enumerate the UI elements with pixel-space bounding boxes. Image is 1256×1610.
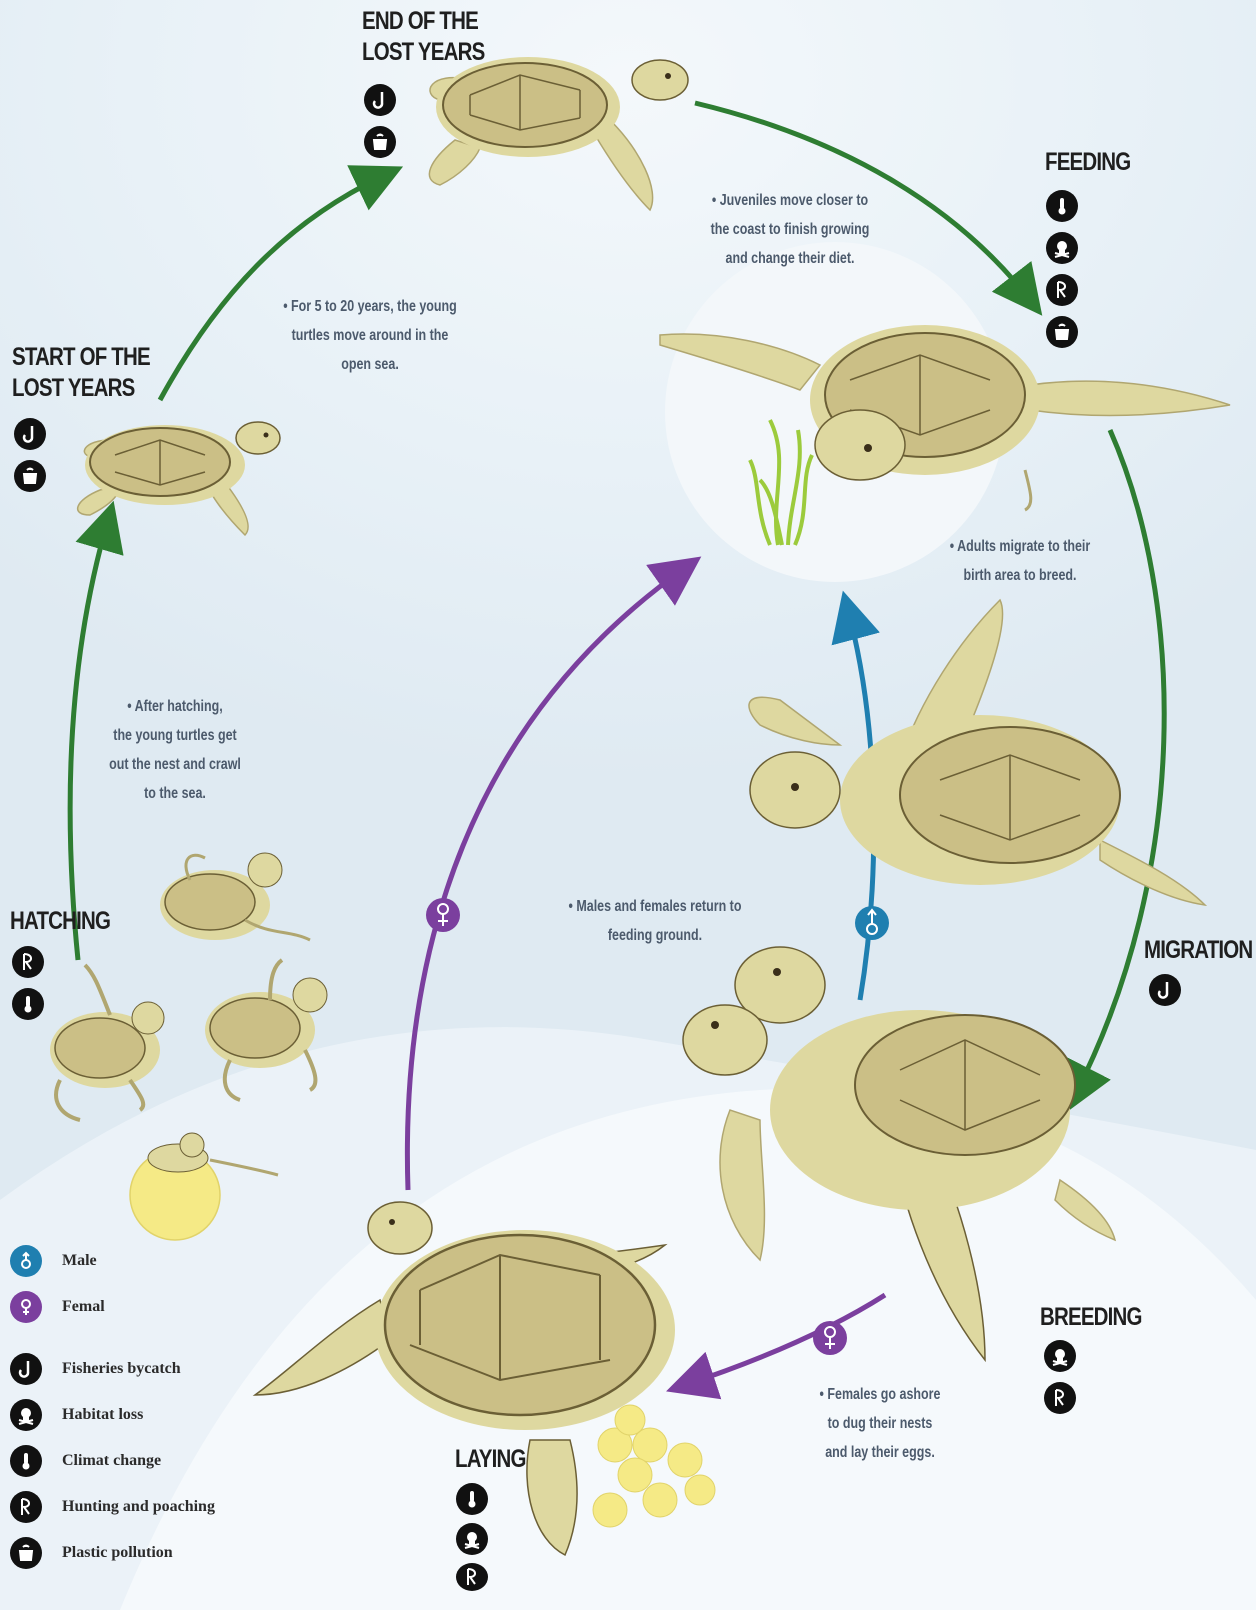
arrow-laying-to-feeding-female [407, 568, 685, 1190]
legend-hunting: Hunting and poaching [10, 1484, 215, 1530]
icons-hatching [12, 946, 44, 1020]
harpoon-icon [1046, 274, 1078, 306]
note-juveniles: • Juveniles move closer to the coast to … [673, 186, 907, 273]
legend-male: Male [10, 1238, 215, 1284]
thermometer-icon [10, 1445, 42, 1477]
legend-hunting-label: Hunting and poaching [62, 1498, 215, 1516]
icons-breeding [1044, 1340, 1076, 1414]
skull-icon [1044, 1340, 1076, 1372]
note-return-feeding: • Males and females return to feeding gr… [538, 892, 772, 950]
egg-cluster [593, 1405, 715, 1527]
icons-end-lost-years [364, 84, 396, 158]
note-females-ashore: • Females go ashore to dug their nests a… [786, 1380, 973, 1467]
stage-hatching: HATCHING [10, 906, 110, 937]
stage-laying: LAYING [455, 1444, 526, 1475]
hook-icon [10, 1353, 42, 1385]
female-marker-left [426, 898, 460, 932]
thermometer-icon [1046, 190, 1078, 222]
legend-habitat-label: Habitat loss [62, 1406, 143, 1424]
hook-icon [1149, 974, 1181, 1006]
thermometer-icon [12, 988, 44, 1020]
note-adults-migrate: • Adults migrate to their birth area to … [926, 532, 1113, 590]
turtle-breeding-pair [683, 947, 1115, 1360]
stage-feeding: FEEDING [1045, 147, 1130, 178]
legend-female: Femal [10, 1284, 215, 1330]
stage-start-lost-years: START OF THE LOST YEARS [12, 342, 150, 404]
icons-migration [1149, 974, 1181, 1006]
seagrass [750, 420, 812, 545]
plastic-bag-icon [10, 1537, 42, 1569]
legend-plastic: Plastic pollution [10, 1530, 215, 1576]
turtle-start-lost-years [78, 422, 280, 535]
legend-climate-label: Climat change [62, 1452, 161, 1470]
stage-breeding: BREEDING [1040, 1302, 1142, 1333]
harpoon-icon [10, 1491, 42, 1523]
skull-icon [10, 1399, 42, 1431]
legend-habitat: Habitat loss [10, 1392, 215, 1438]
icons-laying [456, 1483, 488, 1591]
stage-migration: MIGRATION [1144, 935, 1252, 966]
plastic-bag-icon [14, 460, 46, 492]
icons-feeding [1046, 190, 1078, 348]
hook-icon [14, 418, 46, 450]
skull-icon [1046, 232, 1078, 264]
legend: Male Femal Fisheries bycatch Habitat los… [10, 1238, 215, 1576]
harpoon-icon [456, 1563, 488, 1591]
hook-icon [364, 84, 396, 116]
arrow-breeding-to-laying [685, 1295, 885, 1385]
female-marker-right [813, 1321, 847, 1355]
male-icon [10, 1245, 42, 1277]
stage-end-lost-years: END OF THE LOST YEARS [362, 6, 484, 68]
turtle-feeding [660, 325, 1230, 510]
legend-bycatch: Fisheries bycatch [10, 1346, 215, 1392]
harpoon-icon [12, 946, 44, 978]
turtle-end-lost-years [429, 57, 688, 210]
female-icon [10, 1291, 42, 1323]
note-open-sea: • For 5 to 20 years, the young turtles m… [253, 292, 487, 379]
turtle-migration [749, 600, 1205, 905]
legend-bycatch-label: Fisheries bycatch [62, 1360, 181, 1378]
thermometer-icon [456, 1483, 488, 1515]
skull-icon [456, 1523, 488, 1555]
legend-climate: Climat change [10, 1438, 215, 1484]
harpoon-icon [1044, 1382, 1076, 1414]
note-after-hatching: • After hatching, the young turtles get … [85, 692, 264, 808]
plastic-bag-icon [364, 126, 396, 158]
legend-male-label: Male [62, 1252, 97, 1270]
hatchling-egg [130, 1133, 278, 1240]
legend-plastic-label: Plastic pollution [62, 1544, 173, 1562]
male-marker-blue [855, 906, 889, 940]
plastic-bag-icon [1046, 316, 1078, 348]
icons-start-lost-years [14, 418, 46, 492]
legend-female-label: Femal [62, 1298, 105, 1316]
